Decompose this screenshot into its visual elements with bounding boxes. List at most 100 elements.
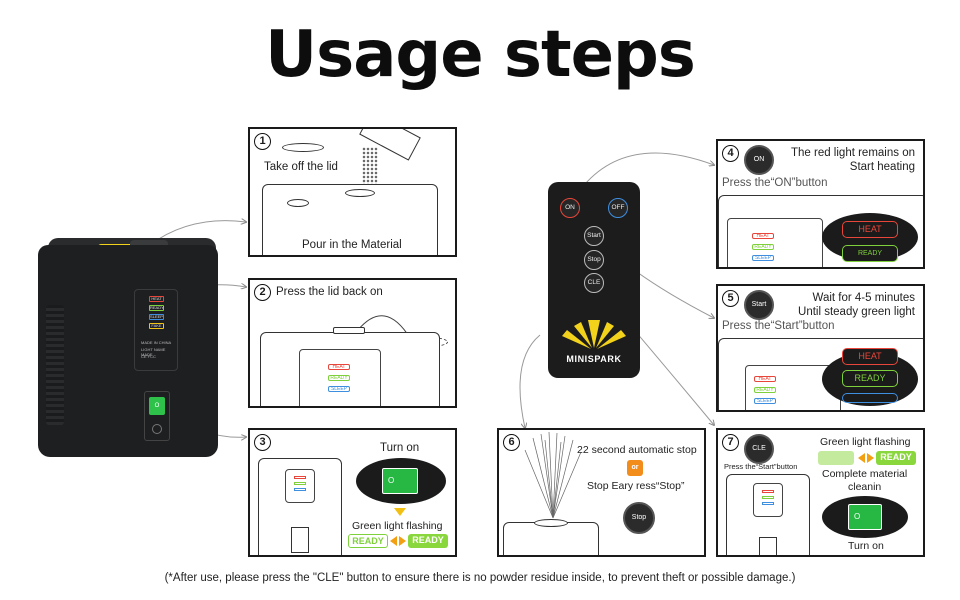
step-3-switch-outline [291,527,309,553]
step-3-front-panel [285,469,315,503]
step-2-front-panel: HEAT READY SLEEP [299,349,381,408]
step-7-switch-label: O [854,512,860,521]
machine-switch-rocker[interactable]: O [149,397,165,415]
step-3-turn-on-text: Turn on [380,442,419,454]
remote-start-button[interactable]: Start [584,226,604,246]
step-5-heat-chip: HEAT [842,348,898,365]
step-1-panel: 1 Take off the lid Pour in the Material [248,127,457,257]
machine-led-fake: FAKE [149,323,164,329]
step-2-led-heat: HEAT [328,364,350,370]
step-7-front-panel [753,483,783,517]
step-3-led-green [294,482,306,485]
step-7-panel: 7 CLE Press the“Start”button Green light… [716,428,925,557]
step-3-machine-outline [258,458,342,557]
machine-led-ready: READY [149,305,164,311]
machine-switch-label: O [155,403,160,409]
machine-label-line-3: CE FCC [141,354,156,359]
step-6-or-label: or [632,464,639,471]
step-7-flash-arrow-right [867,453,874,463]
step-7-turn-on-text: Turn on [848,540,884,552]
step-7-led-red [762,490,774,493]
step-5-indicator-zoom: HEAT READY [822,352,918,406]
step-7-ready-outline [818,451,854,465]
step-5-start-button[interactable]: Start [744,290,774,320]
step-3-down-arrow [394,508,406,516]
step-5-ready-chip: READY [842,370,898,387]
remote-stop-button[interactable]: Stop [584,250,604,270]
machine-vent-left [46,305,64,425]
step-7-line-1: Green light flashing [820,436,910,448]
step-3-flash-arrows [390,536,397,546]
step-1-pour-text: Pour in the Material [302,239,402,251]
step-1-machine-opening [345,189,375,197]
step-3-ready-outline: READY [348,534,388,548]
machine-led-sleep: SLEEP [149,314,164,320]
step-1-machine-knob [287,199,309,207]
step-4-led-ready: READY [752,244,774,250]
step-3-ready-fill: READY [408,534,448,548]
step-3-panel: 3 Turn on O Green light flashing READY R… [248,428,457,557]
step-5-line-2: Until steady green light [798,306,915,318]
step-3-switch-zoom: O [356,458,446,504]
step-4-line-1: The red light remains on [791,147,915,159]
step-4-number: 4 [722,145,739,162]
step-1-powder-stream [362,147,378,187]
step-5-line-1: Wait for 4-5 minutes [813,292,915,304]
step-7-green-switch[interactable]: O [848,504,882,530]
step-7-number: 7 [722,434,739,451]
remote-on-button[interactable]: ON [560,198,580,218]
step-6-stop-button[interactable]: Stop [623,502,655,534]
step-2-led-ready: READY [328,375,350,381]
step-4-heat-chip: HEAT [842,221,898,238]
step-3-green-switch[interactable]: O [382,468,418,494]
step-5-led-ready: READY [754,387,776,393]
step-7-led-green [762,496,774,499]
step-3-flash-arrows-2 [399,536,406,546]
step-5-led-heat: HEAT [754,376,776,382]
step-3-number: 3 [254,434,271,451]
step-7-cle-button[interactable]: CLE [744,434,774,464]
step-5-led-sleep: SLEEP [754,398,776,404]
step-5-blue-chip [842,393,898,403]
machine-front-panel: HEAT READY SLEEP FAKE MADE IN CHINA LIGH… [134,289,178,371]
step-4-line-2: Start heating [850,161,915,173]
step-3-led-red [294,476,306,479]
step-2-led-sleep: SLEEP [328,386,350,392]
step-7-switch-outline [759,537,777,557]
machine-body: HEAT READY SLEEP FAKE MADE IN CHINA LIGH… [38,245,218,457]
step-7-switch-zoom: O [822,496,908,538]
step-3-green-flashing-text: Green light flashing [352,520,442,532]
step-6-line-2: Stop Eary ress“Stop” [587,480,684,492]
step-5-press-text: Press the“Start”button [722,320,835,332]
remote-cle-button[interactable]: CLE [584,273,604,293]
machine-power-socket [152,424,162,434]
step-3-led-blue [294,488,306,491]
step-1-lid-icon [282,143,324,152]
step-2-text: Press the lid back on [276,286,383,298]
step-6-or-badge: or [627,460,643,476]
step-6-machine-opening [534,519,568,527]
step-4-led-heat: HEAT [752,233,774,239]
machine-led-heat: HEAT [149,296,164,302]
step-6-machine-outline [503,522,599,557]
remote-brand-text: MINISPARK [548,354,640,364]
remote-brand-logo-icon [548,314,640,354]
step-7-machine-outline [726,474,810,557]
step-4-indicator-zoom: HEAT READY [822,213,918,261]
step-1-number: 1 [254,133,271,150]
step-4-on-button[interactable]: ON [744,145,774,175]
footnote: (*After use, please press the "CLE" butt… [0,572,960,584]
step-2-machine-outline: HEAT READY SLEEP [260,332,440,408]
remote-off-button[interactable]: OFF [608,198,628,218]
machine-label-line-1: MADE IN CHINA [141,340,171,345]
step-7-flash-arrow-left [858,453,865,463]
step-7-led-blue [762,502,774,505]
machine-power-switch[interactable]: O [144,391,170,441]
step-1-take-lid-text: Take off the lid [264,161,338,173]
step-6-line-1: 22 second automatic stop [577,444,697,456]
remote-control: ON OFF Start Stop CLE MINISPARK [548,182,640,378]
step-4-ready-chip: READY [842,245,898,262]
step-6-number: 6 [503,434,520,451]
step-3-switch-label: O [388,476,394,485]
step-5-panel: 5 Start Wait for 4-5 minutes Until stead… [716,284,925,412]
